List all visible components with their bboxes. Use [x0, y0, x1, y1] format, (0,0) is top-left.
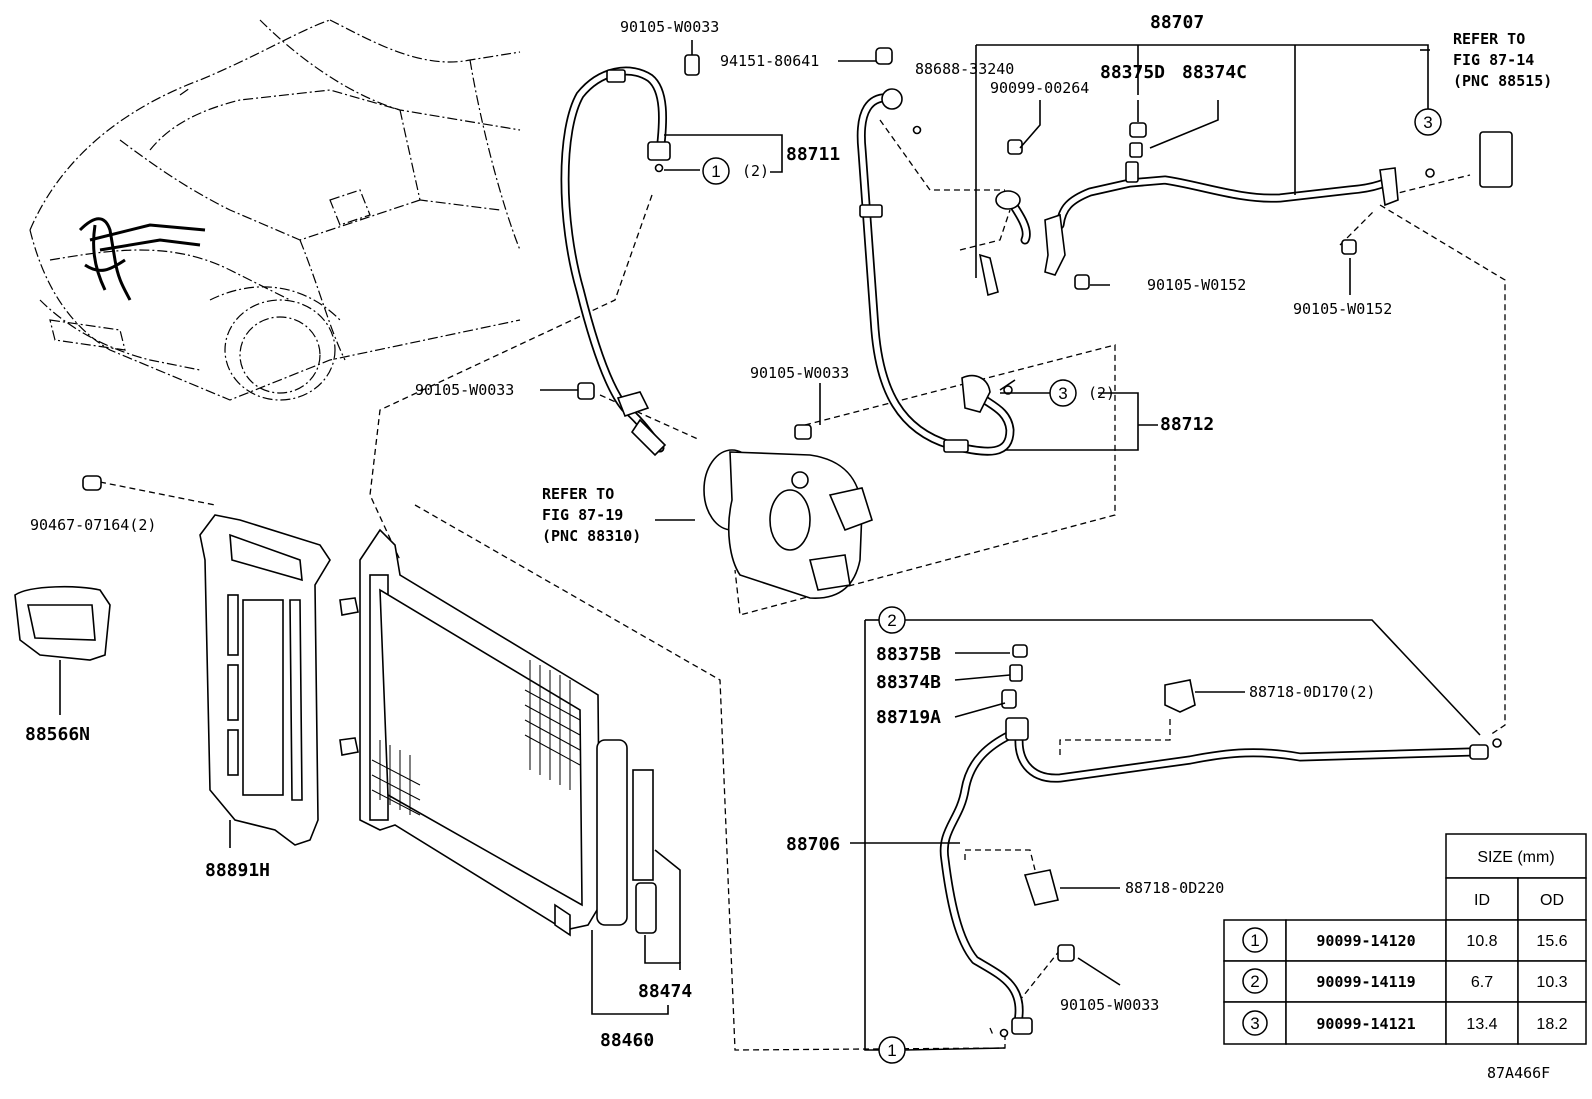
radiator-shroud-88891h — [199, 514, 331, 846]
label-88712: 88712 — [1160, 414, 1214, 435]
svg-text:90099-14121: 90099-14121 — [1316, 1015, 1415, 1033]
label-88375d: 88375D — [1100, 62, 1165, 83]
pipe-clamp — [978, 253, 999, 297]
size-table-col-id: ID — [1474, 892, 1490, 909]
refer-comp-line1: REFER TO — [542, 485, 614, 503]
refer-comp-line3: (PNC 88310) — [542, 527, 641, 545]
condenser-core-hatch — [371, 660, 581, 816]
condenser-88460 — [339, 528, 657, 937]
size-table: SIZE (mm) ID OD 1 90099-14120 10.8 15.6 … — [1223, 833, 1587, 1045]
label-88706: 88706 — [786, 834, 840, 855]
label-88474: 88474 — [638, 981, 692, 1002]
receiver-tank — [596, 739, 628, 926]
hose-88712 — [856, 88, 1015, 456]
svg-text:18.2: 18.2 — [1536, 1016, 1567, 1033]
label-90105-w0152-b: 90105-W0152 — [1293, 300, 1392, 318]
label-90467-07164: 90467-07164(2) — [30, 516, 156, 534]
pipe-88707 — [978, 161, 1399, 297]
label-88707: 88707 — [1150, 12, 1204, 33]
label-88374b: 88374B — [876, 672, 941, 693]
svg-text:13.4: 13.4 — [1466, 1016, 1497, 1033]
label-88566n: 88566N — [25, 724, 90, 745]
label-qty-2-b: (2) — [1088, 384, 1115, 402]
svg-text:2: 2 — [1250, 972, 1259, 991]
refer-comp-line2: FIG 87-19 — [542, 506, 623, 524]
vehicle-outline — [29, 19, 521, 401]
size-table-row-3: 3 90099-14121 13.4 18.2 — [1223, 1001, 1587, 1045]
label-90105-w0033-comp: 90105-W0033 — [750, 364, 849, 382]
svg-text:1: 1 — [711, 162, 720, 181]
label-90105-w0033-top: 90105-W0033 — [620, 18, 719, 36]
label-88375b: 88375B — [876, 644, 941, 665]
svg-text:90099-14120: 90099-14120 — [1316, 932, 1415, 950]
expansion-valve — [1479, 131, 1513, 188]
desiccant-88474 — [635, 882, 657, 934]
label-88711: 88711 — [786, 144, 840, 165]
callout-3-mid — [1049, 379, 1077, 407]
hose-88711 — [560, 66, 671, 457]
size-table-col-od: OD — [1540, 892, 1564, 909]
refer-exp-line3: (PNC 88515) — [1453, 72, 1552, 90]
callout-3-top — [1414, 108, 1442, 136]
svg-text:3: 3 — [1423, 113, 1432, 132]
label-qty-2-a: (2) — [742, 162, 769, 180]
refer-exp-line1: REFER TO — [1453, 30, 1525, 48]
hose-fitting — [647, 141, 671, 161]
compressor — [703, 449, 873, 599]
callout-2 — [878, 606, 906, 634]
label-94151-80641: 94151-80641 — [720, 52, 819, 70]
label-88718-0d220: 88718-0D220 — [1125, 879, 1224, 897]
callout-1-top — [702, 157, 730, 185]
phantom-lines — [99, 119, 1506, 1051]
fasteners — [82, 47, 1513, 1038]
callout-1-low — [878, 1036, 906, 1064]
leader-lines — [59, 40, 1481, 1051]
svg-text:10.3: 10.3 — [1536, 974, 1567, 991]
duct-88566n — [14, 585, 111, 661]
label-90105-w0033-low: 90105-W0033 — [1060, 996, 1159, 1014]
svg-text:1: 1 — [1250, 931, 1259, 950]
label-88718-0d170: 88718-0D170(2) — [1249, 683, 1375, 701]
svg-text:3: 3 — [1250, 1014, 1259, 1033]
label-90099-00264: 90099-00264 — [990, 79, 1089, 97]
diagram-code: 87A466F — [1487, 1064, 1550, 1082]
callouts: 1 3 3 2 1 — [702, 108, 1442, 1064]
svg-text:2: 2 — [887, 611, 896, 630]
label-88891h: 88891H — [205, 860, 270, 881]
svg-text:90099-14119: 90099-14119 — [1316, 973, 1415, 991]
svg-text:3: 3 — [1058, 384, 1067, 403]
label-90105-w0033-mid: 90105-W0033 — [415, 381, 514, 399]
label-88688-33240: 88688-33240 — [915, 60, 1014, 78]
pipe-88706 — [939, 717, 1489, 1035]
part-labels: 88707 90105-W0033 94151-80641 88688-3324… — [25, 12, 1552, 1082]
size-table-header: SIZE (mm) — [1477, 849, 1554, 866]
svg-text:6.7: 6.7 — [1471, 974, 1493, 991]
label-90105-w0152-a: 90105-W0152 — [1147, 276, 1246, 294]
size-table-row-2: 2 90099-14119 6.7 10.3 — [1223, 960, 1587, 1003]
size-table-row-1: 1 90099-14120 10.8 15.6 — [1223, 919, 1587, 962]
svg-text:10.8: 10.8 — [1466, 933, 1497, 950]
svg-text:15.6: 15.6 — [1536, 933, 1567, 950]
size-table-header-cell — [1445, 833, 1587, 879]
refer-exp-line2: FIG 87-14 — [1453, 51, 1534, 69]
svg-text:1: 1 — [887, 1041, 896, 1060]
label-88374c: 88374C — [1182, 62, 1247, 83]
label-88719a: 88719A — [876, 707, 941, 728]
label-88460: 88460 — [600, 1030, 654, 1051]
